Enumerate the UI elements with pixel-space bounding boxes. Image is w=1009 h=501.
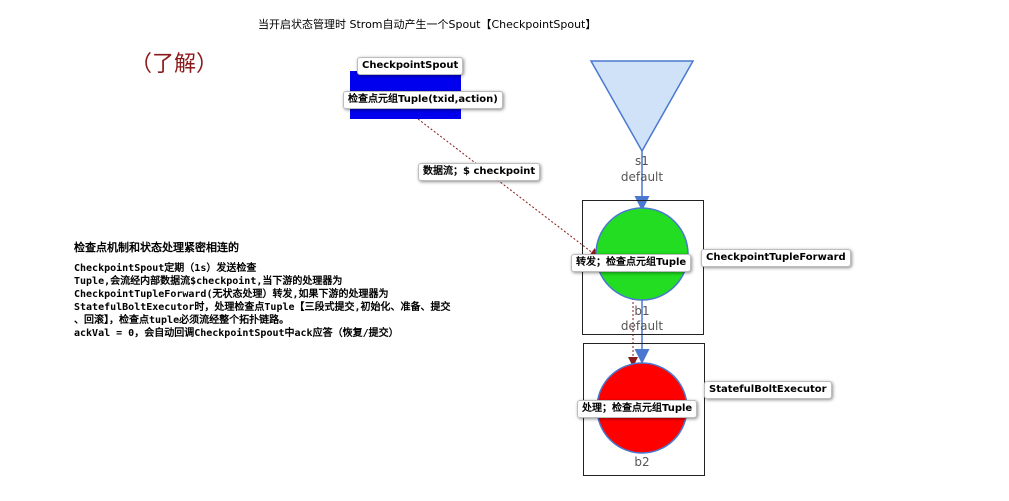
- spout-name-label: CheckpointSpout: [357, 57, 464, 75]
- checkpoint-stream-label: 数据流；$ checkpoint: [418, 163, 541, 181]
- description-line: StatefulBoltExecutor时，处理检查点Tuple【三段式提交,初…: [74, 302, 451, 313]
- spout-inner-label: 检查点元组Tuple(txid,action): [343, 91, 503, 109]
- s1-triangle-node[interactable]: [589, 60, 695, 153]
- b1-id-label: b1: [634, 304, 650, 318]
- description-line: ackVal = 0，会自动回调CheckpointSpout中ack应答（恢复…: [74, 328, 399, 339]
- description-heading: 检查点机制和状态处理紧密相连的: [74, 241, 239, 254]
- b2-side-label: StatefulBoltExecutor: [704, 381, 832, 399]
- header-note: 当开启状态管理时 Strom自动产生一个Spout【CheckpointSpou…: [258, 18, 597, 31]
- description-block: CheckpointSpout定期（1s）发送检查 Tuple,会流经内部数据流…: [74, 262, 451, 340]
- description-line: CheckpointTupleForward(无状态处理）转发,如果下游的处理器…: [74, 289, 389, 300]
- b1-stream-label: default: [620, 319, 664, 333]
- description-line: CheckpointSpout定期（1s）发送检查: [74, 263, 257, 274]
- b1-inner-label: 转发；检查点元组Tuple: [571, 254, 692, 272]
- description-line: Tuple,会流经内部数据流$checkpoint,当下游的处理器为: [74, 276, 343, 287]
- s1-stream-label: default: [620, 170, 664, 184]
- b1-side-label: CheckpointTupleForward: [701, 249, 851, 267]
- s1-id-label: s1: [635, 154, 649, 168]
- b2-id-label: b2: [634, 455, 650, 469]
- description-line: 、回滚】，检查点tuple必须流经整个拓扑链路。: [74, 315, 290, 326]
- b2-inner-label: 处理；检查点元组Tuple: [577, 400, 698, 418]
- checkpoint-stream-edge-to-b1: [417, 118, 600, 259]
- understand-tag: （了解）: [130, 52, 219, 77]
